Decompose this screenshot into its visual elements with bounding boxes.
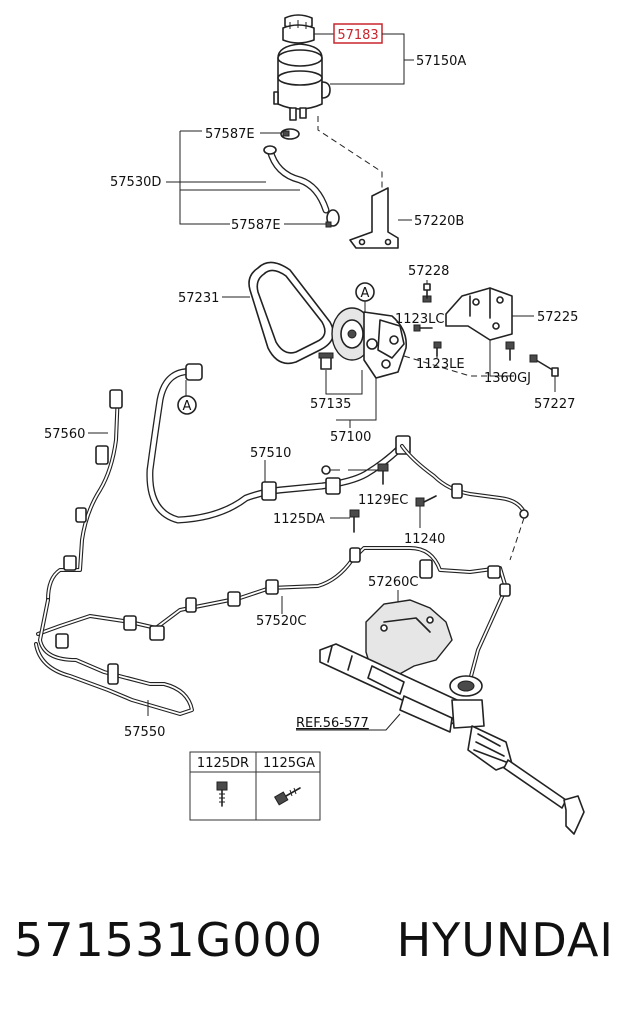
bolt-1125DA[interactable] — [349, 509, 360, 533]
table-header-1125DR: 1125DR — [197, 756, 249, 771]
table-header-1125GA: 1125GA — [263, 756, 315, 771]
label-57550: 57550 — [124, 725, 165, 740]
label-57227: 57227 — [534, 397, 575, 412]
label-57150A: 57150A — [416, 54, 466, 69]
bolt-1125GA-icon — [273, 787, 301, 806]
return-line[interactable] — [36, 546, 511, 682]
label-1129EC: 1129EC — [358, 493, 408, 508]
reservoir[interactable] — [273, 43, 331, 121]
bolt-1360GJ[interactable] — [505, 341, 515, 361]
reservoir-bracket[interactable] — [349, 187, 399, 249]
power-steering-pump[interactable] — [331, 307, 408, 379]
label-ref-56-577: REF.56-577 — [296, 716, 369, 731]
steering-gear — [319, 643, 585, 835]
bolt-1123LC[interactable] — [413, 324, 433, 332]
suction-hose[interactable] — [263, 145, 330, 214]
label-57100: 57100 — [330, 430, 371, 445]
label-1123LC: 1123LC — [395, 312, 444, 327]
caption: 571531G000 HYUNDAI — [14, 905, 614, 975]
bolt-57228[interactable] — [422, 283, 432, 303]
reservoir-cap[interactable] — [282, 14, 315, 44]
drive-belt[interactable] — [248, 261, 335, 365]
label-57260C: 57260C — [368, 575, 418, 590]
marker-a-hose: A — [177, 380, 197, 415]
label-57587E-upper: 57587E — [205, 127, 255, 142]
return-tube-57560[interactable] — [46, 389, 123, 602]
label-57560: 57560 — [44, 427, 85, 442]
label-57587E-lower: 57587E — [231, 218, 281, 233]
parts-diagram: 57183 57150A 57587E 57530D 57587E 57220B — [34, 14, 585, 835]
label-11240: 11240 — [404, 532, 445, 547]
cooler-tube[interactable] — [34, 598, 194, 716]
label-57135: 57135 — [310, 397, 351, 412]
svg-text:A: A — [361, 286, 370, 301]
label-57510: 57510 — [250, 446, 291, 461]
pump-bracket[interactable] — [445, 287, 513, 341]
label-57183-highlight[interactable]: 57183 — [333, 23, 383, 44]
bolt-11240[interactable] — [415, 495, 437, 507]
label-1125DA: 1125DA — [273, 512, 325, 527]
label-57231: 57231 — [178, 291, 219, 306]
label-57530D: 57530D — [110, 175, 161, 190]
fastener-table: 1125DR 1125GA — [189, 751, 321, 821]
bolt-57227[interactable] — [529, 354, 559, 377]
part-number: 571531G000 — [14, 913, 324, 967]
pressure-tube[interactable] — [400, 444, 529, 519]
label-57225: 57225 — [537, 310, 578, 325]
heat-shield[interactable] — [365, 599, 453, 677]
clamp-lower[interactable] — [325, 209, 340, 228]
marker-a-pump: A — [355, 282, 375, 312]
bolt-1123LE[interactable] — [433, 341, 442, 357]
label-1360GJ: 1360GJ — [484, 371, 531, 386]
label-57228: 57228 — [408, 264, 449, 279]
brand-name: HYUNDAI — [396, 913, 614, 967]
label-57520C: 57520C — [256, 614, 306, 629]
bolt-1125DR-icon — [216, 781, 228, 807]
pump-fitting[interactable] — [318, 352, 334, 370]
clamp-upper[interactable] — [280, 128, 300, 140]
bolt-1129EC[interactable] — [321, 463, 389, 485]
label-1123LE: 1123LE — [416, 357, 465, 372]
svg-text:A: A — [183, 399, 192, 414]
label-57183: 57183 — [337, 28, 378, 43]
label-57220B: 57220B — [414, 214, 464, 229]
